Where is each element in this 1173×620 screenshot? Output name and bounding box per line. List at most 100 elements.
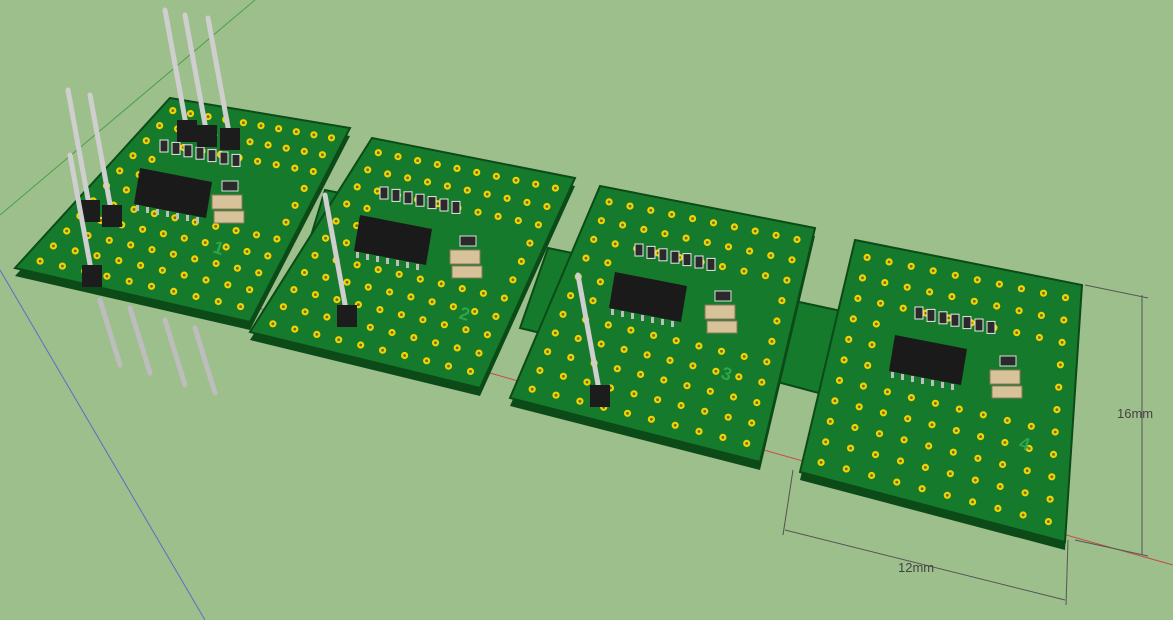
pad-hole	[1021, 513, 1025, 517]
pad-hole	[376, 268, 380, 271]
pad-hole	[194, 295, 198, 298]
pad-hole	[901, 306, 905, 310]
pad-hole	[727, 245, 730, 249]
pad-hole	[769, 254, 773, 257]
pad-hole	[599, 342, 603, 346]
board-surface	[248, 136, 577, 390]
pad-hole	[335, 298, 339, 301]
pad-hole	[390, 331, 394, 334]
pad-hole	[775, 319, 779, 323]
pad-hole	[972, 299, 976, 303]
pad-hole	[284, 146, 288, 150]
smd-resistor	[451, 200, 461, 214]
smd-resistor	[634, 243, 644, 257]
pad-hole	[668, 359, 672, 362]
pad-hole	[257, 271, 261, 275]
pad-hole	[330, 136, 333, 140]
pad-hole	[105, 274, 109, 278]
pin-header-base	[197, 125, 217, 147]
pad-hole	[691, 217, 694, 221]
board-surface	[798, 238, 1084, 544]
pad-hole	[1042, 291, 1045, 295]
pad-hole	[150, 158, 154, 161]
pcb-board-4	[798, 238, 1084, 550]
ic-chip	[889, 335, 967, 385]
pin-header-base	[590, 385, 610, 407]
pad-hole	[1062, 318, 1066, 322]
pad-hole	[981, 413, 985, 417]
pad-hole	[975, 278, 979, 282]
pad-hole	[355, 263, 359, 267]
pad-hole	[520, 260, 523, 263]
pad-hole	[375, 189, 379, 193]
ic-pin	[386, 258, 389, 264]
pin-header-base	[337, 305, 357, 327]
smd-resistor	[195, 146, 205, 160]
pad-hole	[909, 264, 913, 268]
smd-resistor	[427, 196, 437, 210]
pad-hole	[1023, 491, 1027, 495]
pad-hole	[345, 241, 348, 245]
pad-hole	[131, 154, 135, 158]
pad-hole	[409, 295, 413, 299]
pad-hole	[819, 461, 823, 464]
pad-hole	[957, 407, 961, 411]
pad-hole	[870, 343, 874, 347]
pad-hole	[403, 354, 406, 357]
boards-layer	[13, 7, 1084, 550]
pad-hole	[976, 456, 980, 460]
pad-hole	[578, 399, 582, 403]
pad-hole	[302, 187, 306, 190]
pad-hole	[790, 258, 794, 262]
pad-hole	[906, 417, 910, 421]
ic-pin	[951, 384, 954, 390]
pad-hole	[171, 109, 175, 112]
pad-hole	[65, 229, 69, 233]
pad-hole	[849, 446, 852, 450]
pad-hole	[216, 300, 220, 303]
pad-hole	[239, 305, 243, 308]
pad-hole	[621, 223, 624, 227]
pad-hole	[755, 401, 759, 404]
smd-resistor	[171, 141, 181, 155]
pad-hole	[150, 284, 153, 288]
ic-pin	[136, 205, 139, 211]
pad-hole	[274, 163, 278, 167]
pad-hole	[847, 338, 851, 341]
header-pin	[67, 152, 95, 278]
pad-hole	[530, 387, 534, 391]
pad-hole	[554, 186, 557, 190]
ic-pin	[931, 380, 934, 386]
pad-hole	[979, 435, 982, 438]
pad-hole	[182, 273, 186, 277]
ic-pin	[921, 378, 924, 384]
pad-hole	[248, 140, 252, 144]
pad-hole	[748, 249, 751, 253]
pad-hole	[998, 485, 1002, 488]
pad-hole	[902, 438, 906, 442]
pad-hole	[127, 279, 131, 283]
pad-hole	[514, 178, 518, 182]
pad-hole	[679, 404, 683, 407]
pad-hole	[714, 369, 718, 373]
ic-pin	[671, 321, 674, 327]
pad-hole	[256, 159, 259, 163]
pad-hole	[865, 256, 869, 259]
pad-hole	[1055, 408, 1059, 411]
pad-hole	[642, 228, 646, 231]
pad-hole	[294, 130, 298, 134]
pad-hole	[613, 242, 617, 246]
pad-hole	[505, 196, 509, 200]
ic-chip	[354, 215, 432, 265]
pad-hole	[905, 285, 909, 289]
pad-hole	[1027, 447, 1031, 450]
smd-resistor	[682, 253, 692, 267]
pad-hole	[998, 282, 1001, 286]
ic-pin	[941, 382, 944, 388]
pad-hole	[400, 313, 403, 317]
pad-hole	[259, 124, 263, 128]
bottom-pin	[162, 317, 188, 388]
ic-pin	[911, 376, 914, 382]
pad-hole	[345, 280, 349, 284]
